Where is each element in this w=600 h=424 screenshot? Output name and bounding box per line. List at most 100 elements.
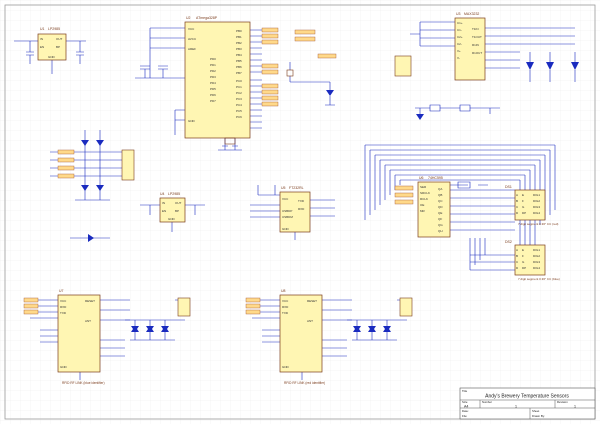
seg-blue-pin-d: D <box>516 266 519 270</box>
rf-blue-pin-reset: RESET <box>85 299 95 303</box>
rs232-pin-c2p: C2+ <box>457 35 463 39</box>
mcu-pin-aref: AREF <box>188 47 196 51</box>
regulator-1: U1 LP2985 IN OUT GND EN BP <box>14 27 86 74</box>
rf-red-pin-txd: TXD <box>282 311 289 315</box>
shift-register-part: 74HC595 <box>428 176 443 180</box>
regulator-2-pin-out: OUT <box>175 201 182 205</box>
seg-blue-pin-dig1: DIG1 <box>533 248 540 252</box>
number-label: Number <box>482 400 492 404</box>
mcu-pin-pc4: PC4 <box>236 103 242 107</box>
regulator-1-pin-en: EN <box>40 45 44 49</box>
regulator-1-part: LP2985 <box>48 27 60 31</box>
rf-link-blue: U7 VCC GND RXD TXD RESET ANT RFID RF LIN… <box>23 289 191 385</box>
rf-blue-pin-ant: ANT <box>85 319 91 323</box>
mcu-part: ATmega328P <box>196 16 218 20</box>
seg-blue-pin-dig2: DIG2 <box>533 254 540 258</box>
rf-blue-pin-gnd: GND <box>60 365 68 369</box>
regulator-2: U4 LP2985 IN OUT GND EN BP <box>70 192 205 242</box>
mcu-pin-pd4: PD4 <box>210 81 216 85</box>
usb-uart-pin-dm: USBDM <box>282 215 293 219</box>
rf-link-red: U8 VCC GND RXD TXD RESET ANT RFID RF LIN… <box>245 289 413 385</box>
regulator-2-pin-gnd: GND <box>168 217 176 221</box>
shift-pin-qh: QH <box>438 229 443 233</box>
mcu-pin-pc5: PC5 <box>236 109 242 113</box>
mcu-pin-pd2: PD2 <box>210 69 216 73</box>
seg-red-pin-dig4: DIG4 <box>533 211 540 215</box>
mcu-pin-avcc: AVCC <box>188 37 197 41</box>
rs232-pin-c1p: C1+ <box>457 21 463 25</box>
rf-blue-pin-vcc: VCC <box>60 299 67 303</box>
rs232-ref: U3 <box>456 12 461 16</box>
seg-red-pin-dp: DP <box>522 211 526 215</box>
mcu-pin-pc0: PC0 <box>236 79 242 83</box>
seg-red-pin-b: B <box>516 199 518 203</box>
size-label: Size <box>462 400 468 404</box>
mcu-pin-pb2: PB2 <box>236 41 242 45</box>
mcu-pin-pc2: PC2 <box>236 91 242 95</box>
microcontroller: U2 ATmega328P VCC AVCC AREF GND PB0 PB1 … <box>135 16 337 151</box>
mcu-pin-pb0: PB0 <box>236 29 242 33</box>
shift-pin-srclk: SRCLK <box>420 191 430 195</box>
shift-register-ref: U6 <box>419 176 424 180</box>
mcu-pin-pd3: PD3 <box>210 75 216 79</box>
sheet-border <box>4 4 596 420</box>
seg-blue-label: 7 digit segment 0.36" CC (blue) <box>518 277 560 281</box>
seg-blue-pin-g: G <box>522 260 525 264</box>
mcu-pin-pd7: PD7 <box>210 99 216 103</box>
shift-pin-qa: QA <box>438 187 442 191</box>
usb-uart: U5 FT232RL VCC GND TXD RXD USBDP USBDM <box>250 185 335 240</box>
rf-red-pin-rxd: RXD <box>282 305 289 309</box>
rf-red-label: RFID RF LINK (red identifier) <box>284 381 325 385</box>
shift-pin-oe: OE <box>420 203 424 207</box>
regulator-2-pin-bp: BP <box>175 209 179 213</box>
usb-uart-part: FT232RL <box>289 186 304 190</box>
rs232-transceiver: U3 MAX3232 C1+ C1- C2+ C2- V+ V- T1IN T1… <box>394 12 579 120</box>
sheet-label: Sheet <box>532 409 540 413</box>
drawn-label: Drawn By: <box>532 414 545 418</box>
size-value: A4 <box>464 405 468 409</box>
title-label: Title <box>462 389 468 393</box>
seg-red-ref: DS1 <box>505 185 512 189</box>
rs232-pin-r1in: R1IN <box>472 43 479 47</box>
mcu-pin-pb6: PB6 <box>236 65 242 69</box>
title-text: Andy's Brewery Temperature Sensors <box>485 394 569 400</box>
rf-red-pin-vcc: VCC <box>282 299 289 303</box>
mcu-pin-pc3: PC3 <box>236 97 242 101</box>
revision-label: Revision <box>557 400 568 404</box>
rs232-pin-c2m: C2- <box>457 42 462 46</box>
regulator-1-pin-gnd: GND <box>48 55 56 59</box>
seg-red-pin-e: E <box>522 193 524 197</box>
regulator-1-pin-out: OUT <box>56 37 63 41</box>
mcu-pin-pd0: PD0 <box>210 57 216 61</box>
rs232-pin-t1in: T1IN <box>472 27 479 31</box>
title-block: Title Andy's Brewery Temperature Sensors… <box>459 387 596 420</box>
mcu-pin-pc1: PC1 <box>236 85 242 89</box>
shift-pin-qf: QF <box>438 217 442 221</box>
mcu-pin-pb5: PB5 <box>236 59 242 63</box>
shift-pin-ser: SER <box>420 185 427 189</box>
seg-red-pin-g: G <box>522 205 525 209</box>
mcu-pin-pd5: PD5 <box>210 87 216 91</box>
display-driver: U6 74HC595 SER SRCLK RCLK OE MR QA QB QC… <box>364 144 560 281</box>
number-value: 1 <box>515 405 517 409</box>
regulator-1-pin-in: IN <box>40 37 43 41</box>
seg-red-pin-f: F <box>522 199 524 203</box>
shift-pin-qd: QD <box>438 205 443 209</box>
seg-red-pin-dig1: DIG1 <box>533 193 540 197</box>
seg-red-pin-a: A <box>516 193 518 197</box>
regulator-1-pin-bp: BP <box>56 45 60 49</box>
shift-pin-mr: MR <box>420 209 425 213</box>
shift-pin-rclk: RCLK <box>420 197 428 201</box>
mcu-pin-pb7: PB7 <box>236 71 242 75</box>
seg-blue-pin-a: A <box>516 248 518 252</box>
mcu-pin-pb4: PB4 <box>236 53 242 57</box>
mcu-ref: U2 <box>186 16 191 20</box>
usb-uart-pin-vcc: VCC <box>282 197 289 201</box>
seg-blue-pin-c: C <box>516 260 519 264</box>
rf-red-pin-ant: ANT <box>307 319 313 323</box>
mcu-pin-pb1: PB1 <box>236 35 242 39</box>
regulator-2-pin-en: EN <box>162 209 166 213</box>
seg-blue-ref: DS2 <box>505 240 512 244</box>
seg-blue-pin-dp: DP <box>522 266 526 270</box>
